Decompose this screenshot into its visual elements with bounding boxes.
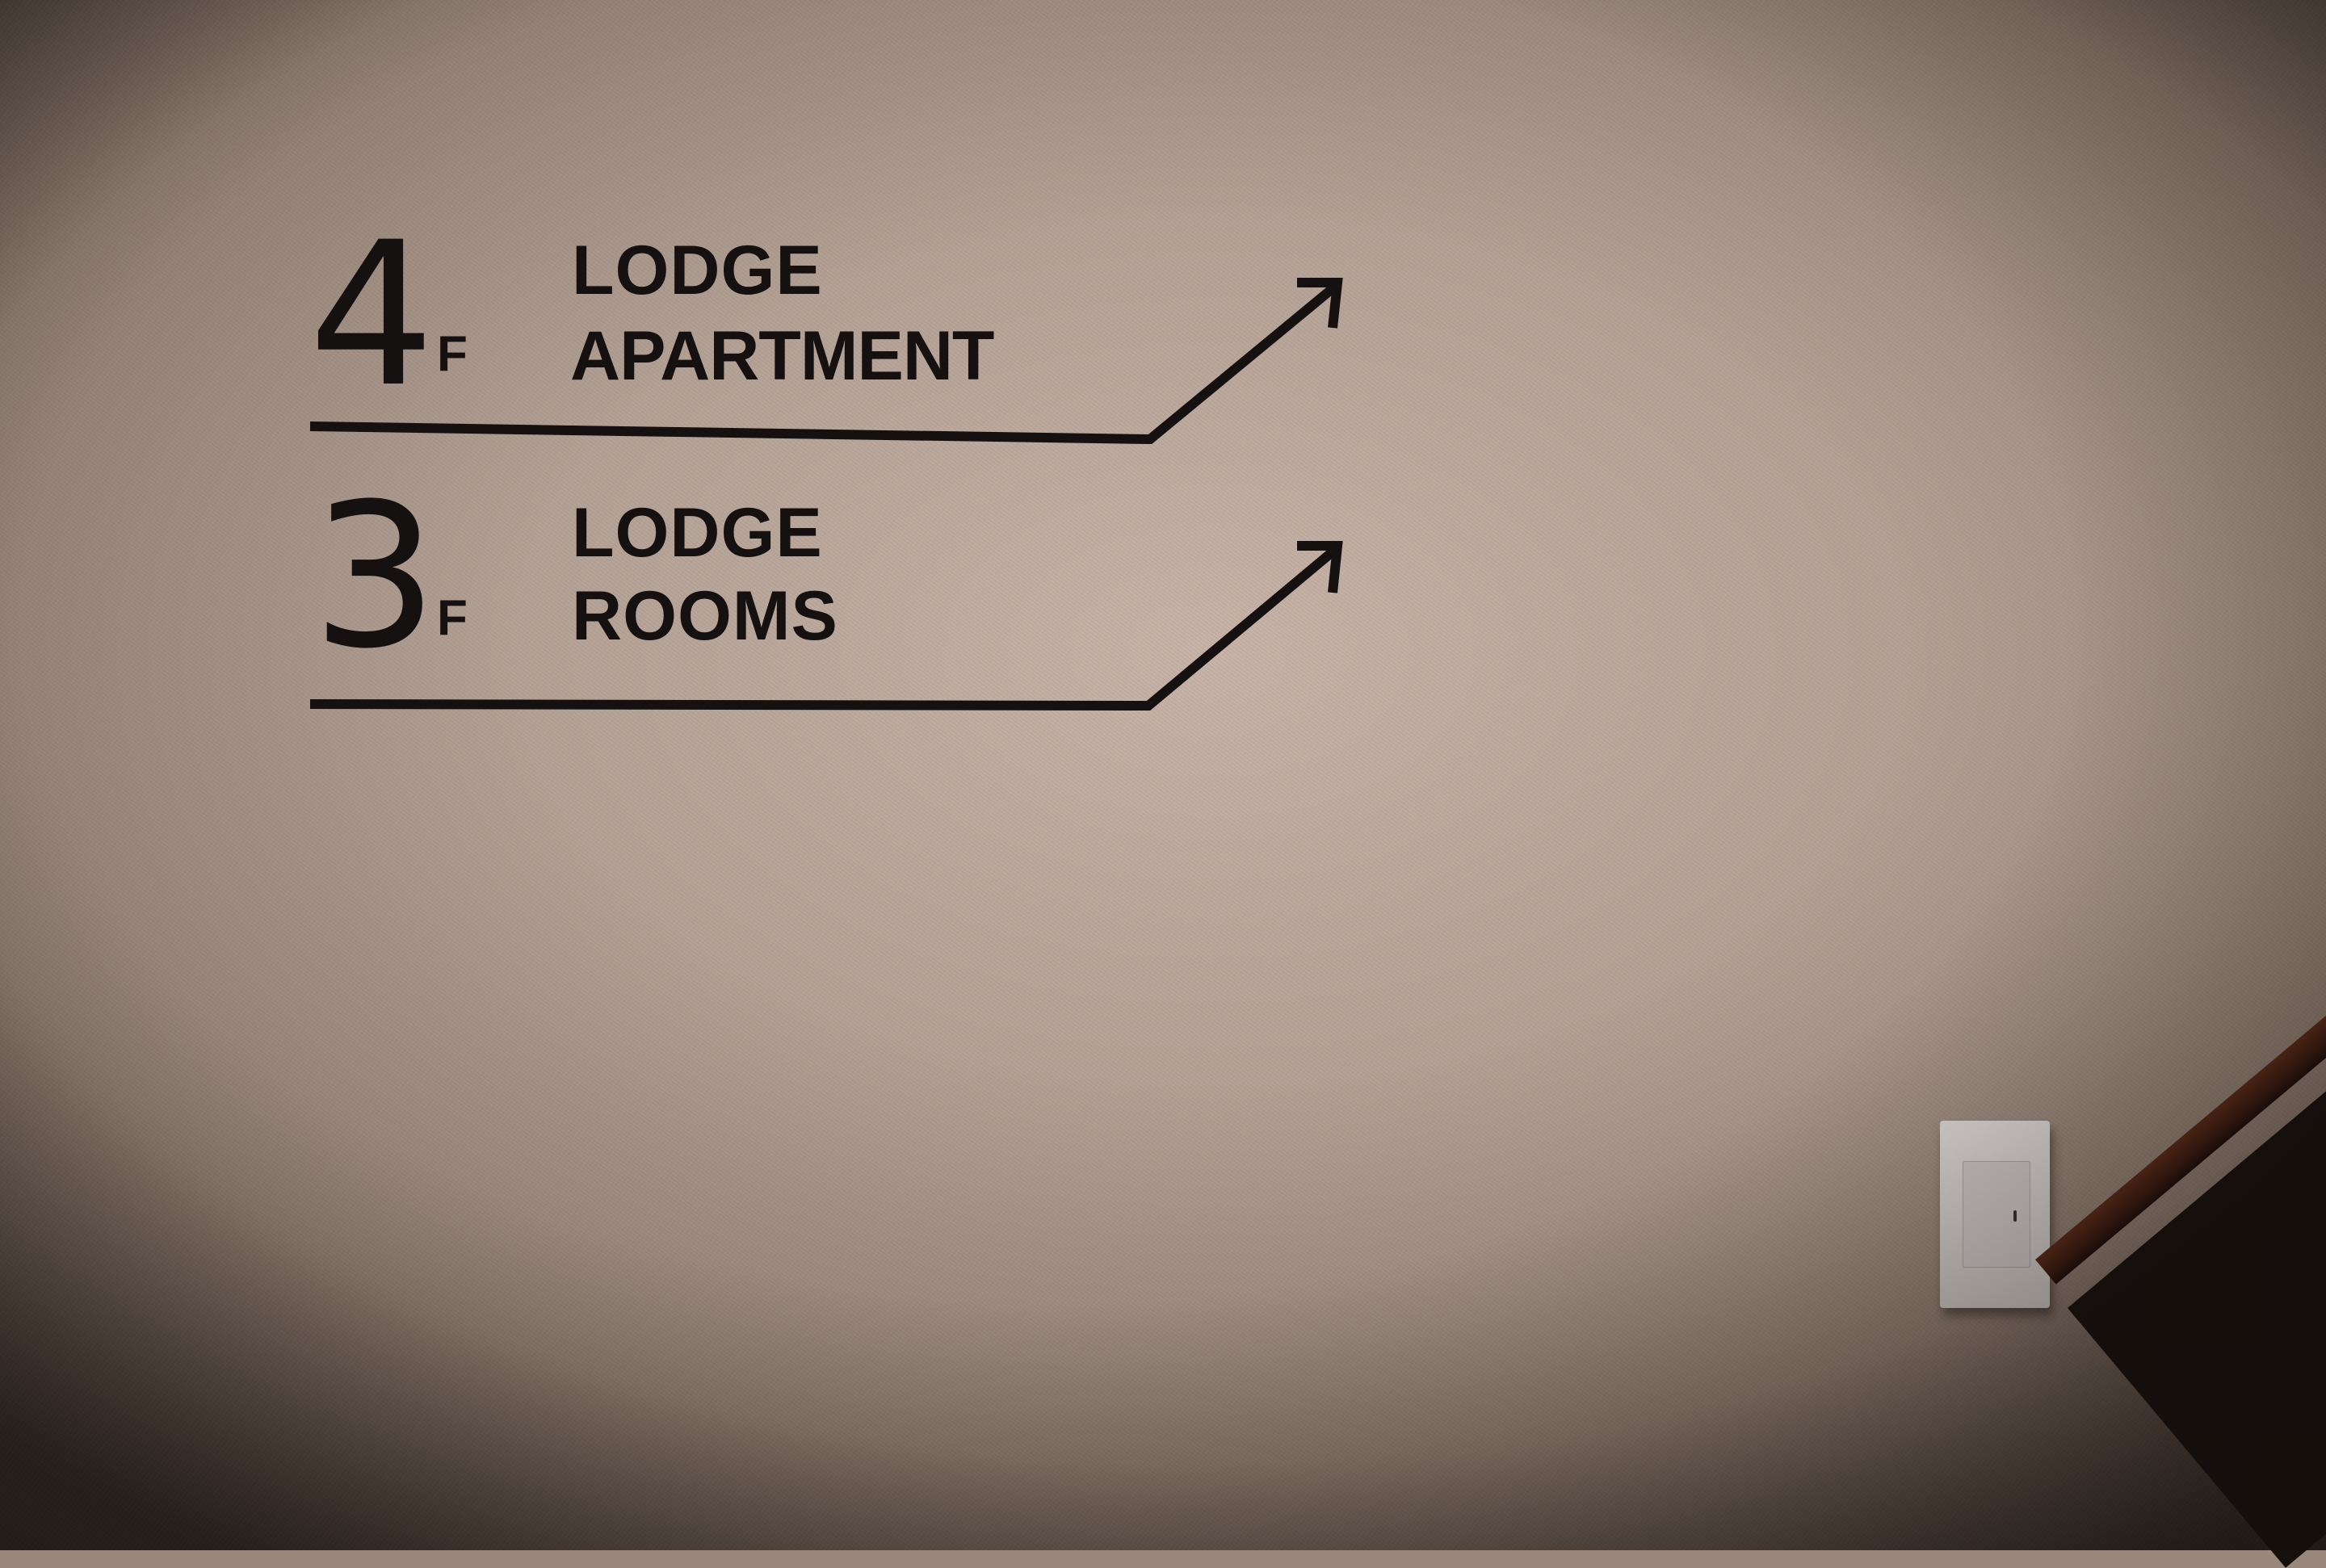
- vignette-overlay: [0, 0, 2326, 1550]
